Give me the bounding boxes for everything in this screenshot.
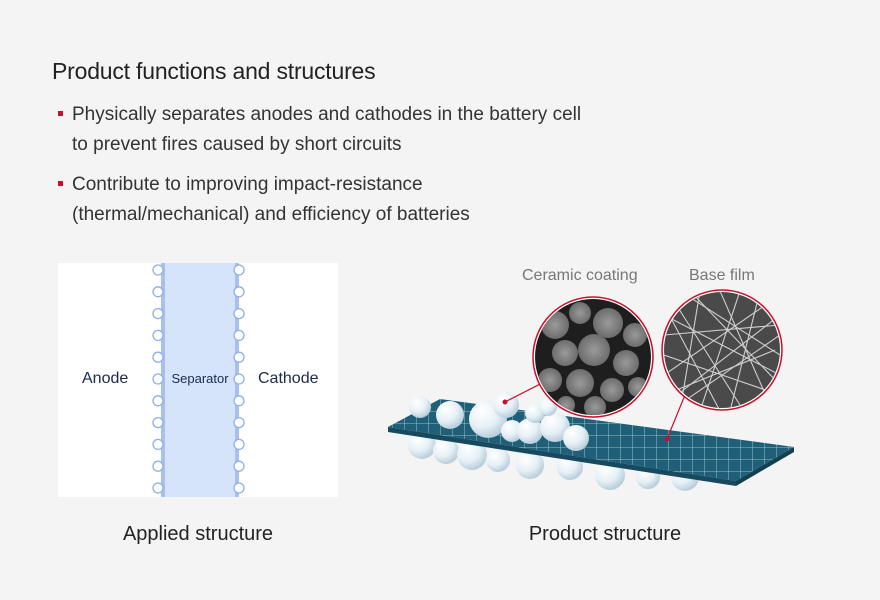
bullet-text: to prevent fires caused by short circuit… [72, 134, 402, 155]
ceramic-bead [233, 264, 245, 276]
ceramic-bead [233, 373, 245, 385]
applied-structure-diagram: Anode Separator Cathode [58, 263, 338, 497]
separator-illustration [152, 263, 245, 497]
product-structure-caption: Product structure [528, 523, 682, 545]
ceramic-bead [152, 416, 164, 429]
ceramic-beads-right [233, 264, 245, 494]
ceramic-bead [152, 482, 164, 494]
bullet-separates: Physically separates anodes and cathodes… [58, 100, 698, 160]
ceramic-bead [233, 286, 245, 298]
ceramic-bead [152, 329, 164, 342]
ceramic-coating-micrograph [502, 296, 654, 418]
bullet-marker [58, 111, 63, 116]
ceramic-bead [233, 307, 245, 320]
ceramic-bead [152, 438, 164, 451]
ceramic-bead [233, 482, 245, 494]
ceramic-bead [233, 395, 245, 407]
ceramic-bead [233, 351, 245, 363]
ceramic-bead [152, 351, 164, 363]
ceramic-bead [152, 460, 164, 472]
ceramic-bead [152, 395, 164, 407]
page-title: Product functions and structures [52, 58, 376, 84]
base-film-label: Base film [689, 267, 755, 284]
function-list: Physically separates anodes and cathodes… [58, 100, 698, 240]
bullet-marker [58, 181, 63, 186]
cathode-label: Cathode [258, 370, 319, 387]
ceramic-bead [233, 416, 245, 429]
ceramic-bead [152, 264, 164, 276]
ceramic-coating-label: Ceramic coating [522, 267, 638, 284]
base-film-micrograph [661, 289, 783, 442]
bullet-text: Physically separates anodes and cathodes… [72, 104, 582, 125]
ceramic-bead [233, 438, 245, 451]
ceramic-bead [152, 307, 164, 320]
applied-structure-caption: Applied structure [122, 523, 274, 545]
separator-layer [164, 263, 236, 497]
ceramic-bead [233, 329, 245, 342]
ceramic-bead [152, 373, 164, 385]
ceramic-bead [233, 460, 245, 472]
bullet-contribute: Contribute to improving impact-resistanc… [58, 170, 698, 230]
bullet-text: Contribute to improving impact-resistanc… [72, 174, 423, 195]
anode-label: Anode [82, 370, 129, 387]
bullet-text: (thermal/mechanical) and efficiency of b… [72, 204, 470, 225]
separator-label: Separator [171, 371, 229, 386]
coated-film-illustration [388, 289, 794, 491]
ceramic-beads-left [152, 264, 164, 494]
ceramic-bead [152, 286, 164, 298]
product-structure-illustration: Ceramic coating Base film [380, 255, 820, 505]
